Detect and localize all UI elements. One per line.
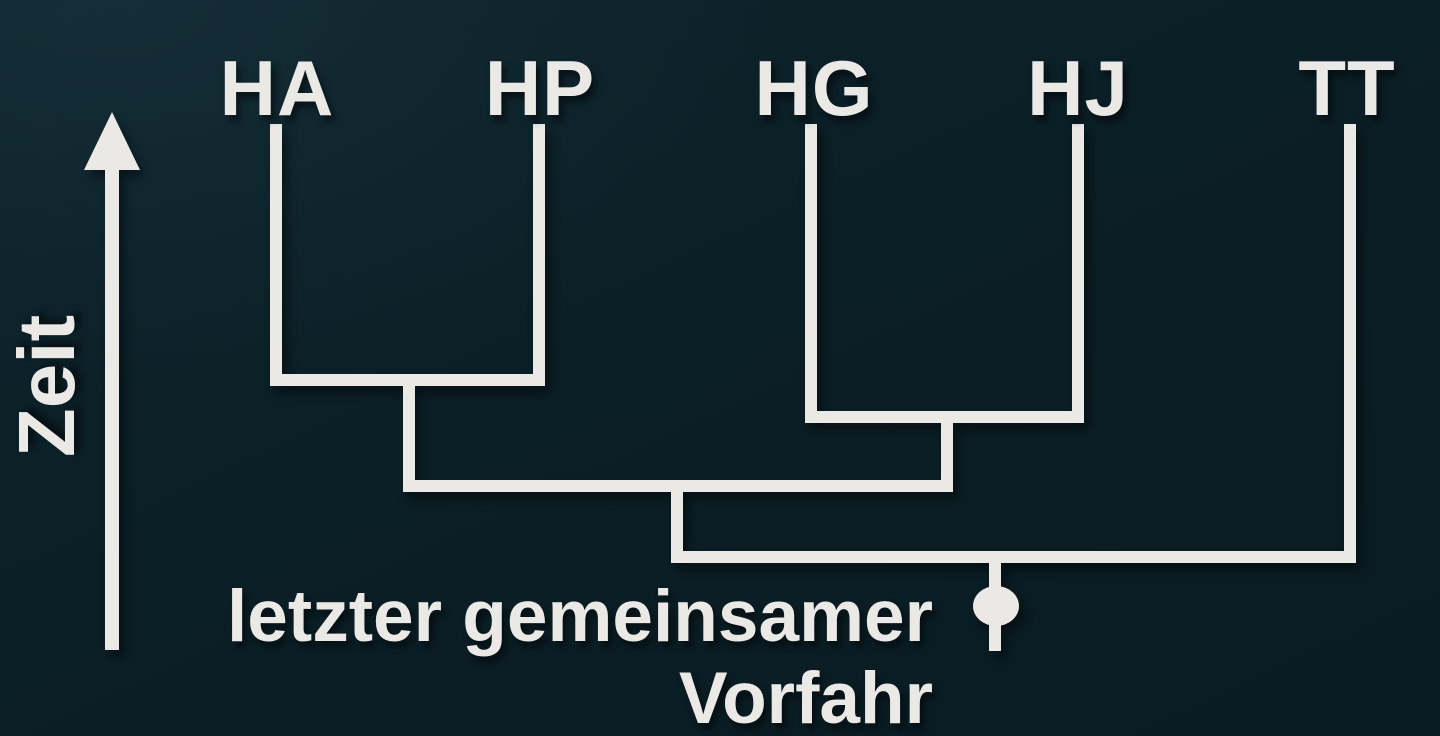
ancestor-label: letzter gemeinsamer Vorfahr	[227, 576, 933, 736]
branch-tip-tt	[1344, 124, 1356, 563]
ancestor-label-line2: Vorfahr	[678, 658, 933, 736]
filled-circle-node-icon	[973, 586, 1019, 626]
branch-internal-inner	[671, 486, 683, 563]
tip-label-hg: HG	[754, 44, 874, 132]
branch-tip-hj	[1072, 124, 1084, 423]
time-axis-arrow-shaft	[105, 165, 119, 650]
branch-internal-hg-hj	[941, 417, 953, 492]
branch-tip-ha	[270, 124, 282, 386]
tip-label-ha: HA	[219, 44, 335, 132]
arrow-up-icon	[84, 112, 140, 170]
tip-label-hj: HJ	[1027, 44, 1129, 132]
ancestor-label-line1: letzter gemeinsamer	[227, 576, 933, 657]
branch-tip-hp	[533, 124, 545, 386]
tip-label-tt: TT	[1298, 44, 1396, 132]
tip-label-hp: HP	[484, 44, 596, 132]
branch-internal-ha-hp	[403, 380, 415, 492]
branch-tip-hg	[805, 124, 817, 423]
node-join-root	[671, 551, 1356, 563]
